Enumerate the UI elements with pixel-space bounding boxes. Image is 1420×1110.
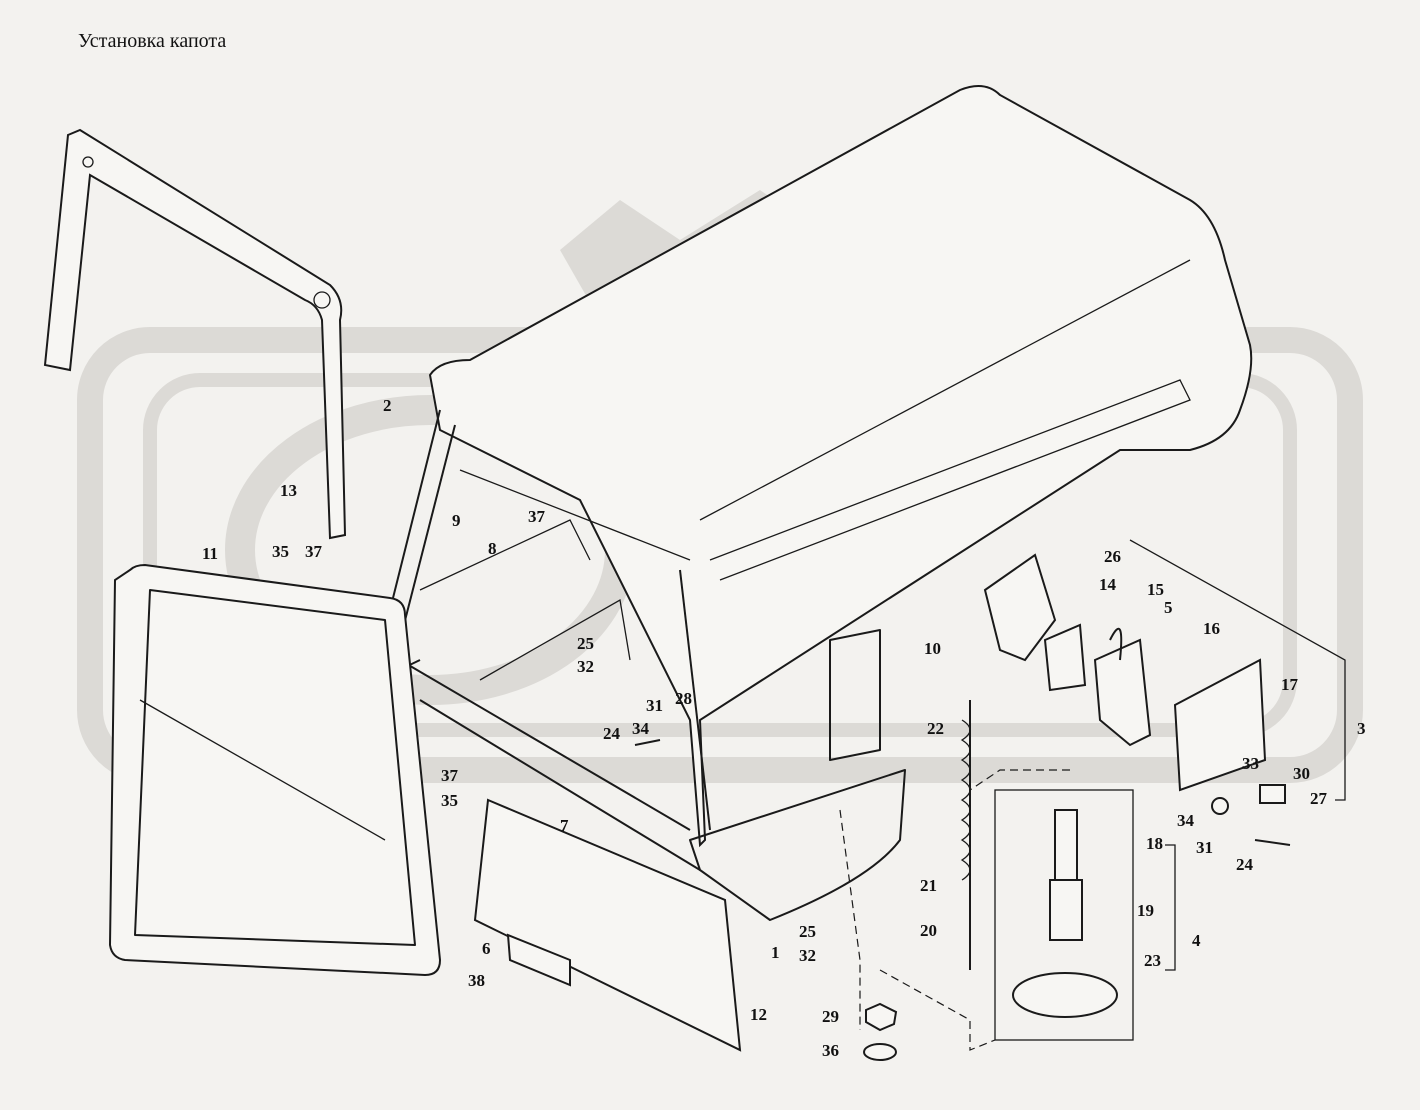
- frame-part-13: [43, 128, 347, 540]
- handle-assembly-part-4: [839, 700, 1134, 1051]
- part-label: 1: [771, 943, 780, 962]
- part-label: 31: [1196, 838, 1213, 857]
- part-label: 21: [920, 876, 937, 895]
- part-label: 16: [1203, 619, 1220, 638]
- part-label: 17: [1281, 675, 1299, 694]
- part-label: 31: [646, 696, 663, 715]
- part-label: 3: [1357, 719, 1366, 738]
- part-label: 37: [305, 542, 323, 561]
- part-label: 20: [920, 921, 937, 940]
- leader-group-4: [1165, 844, 1176, 971]
- part-label: 34: [632, 719, 650, 738]
- part-label: 4: [1192, 931, 1201, 950]
- part-label: 18: [1146, 834, 1163, 853]
- part-label: 24: [1236, 855, 1254, 874]
- part-label: 30: [1293, 764, 1310, 783]
- part-label: 10: [924, 639, 941, 658]
- part-label: 5: [1164, 598, 1173, 617]
- part-label: 11: [202, 544, 218, 563]
- part-label: 26: [1104, 547, 1121, 566]
- part-label: 25: [799, 922, 816, 941]
- hood-part-2: [378, 85, 1253, 921]
- fasteners: [634, 739, 1291, 1061]
- part-label: 7: [560, 816, 569, 835]
- part-label: 22: [927, 719, 944, 738]
- part-label: 33: [1242, 754, 1259, 773]
- part-label: 14: [1099, 575, 1117, 594]
- part-label: 29: [822, 1007, 839, 1026]
- part-label: 35: [441, 791, 458, 810]
- part-label: 36: [822, 1041, 839, 1060]
- part-label: 9: [452, 511, 461, 530]
- part-label: 23: [1144, 951, 1161, 970]
- part-label: 34: [1177, 811, 1195, 830]
- part-label: 32: [799, 946, 816, 965]
- part-label: 15: [1147, 580, 1164, 599]
- part-label: 25: [577, 634, 594, 653]
- part-label: 32: [577, 657, 594, 676]
- part-label: 24: [603, 724, 621, 743]
- part-label: 37: [528, 507, 546, 526]
- part-label: 13: [280, 481, 297, 500]
- part-labels: 2 13 9 37 8 11 35 37 25 32 31 28 34 24 3…: [202, 396, 1366, 1060]
- part-label: 28: [675, 689, 692, 708]
- part-label: 2: [383, 396, 392, 415]
- latch-assembly: [983, 553, 1267, 792]
- part-label: 8: [488, 539, 497, 558]
- diagram-title: Установка капота: [78, 30, 227, 52]
- part-label: 12: [750, 1005, 767, 1024]
- part-label: 6: [482, 939, 491, 958]
- part-label: 27: [1310, 789, 1328, 808]
- part-label: 35: [272, 542, 289, 561]
- grille-part-11: [108, 563, 442, 977]
- part-label: 37: [441, 766, 459, 785]
- panel-part-12: [473, 798, 742, 1052]
- part-label: 38: [468, 971, 485, 990]
- part-label: 19: [1137, 901, 1154, 920]
- leader-group-3: [1129, 539, 1346, 801]
